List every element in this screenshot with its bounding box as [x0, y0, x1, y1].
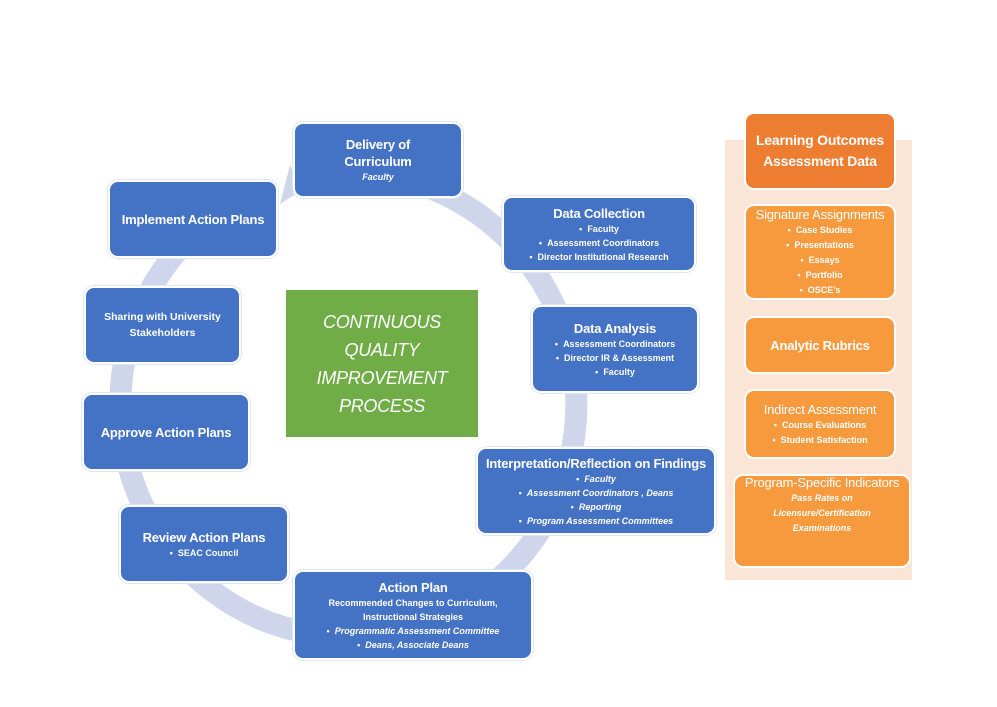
panel-box-signature-assignments: Signature Assignments Case Studies Prese… [744, 204, 896, 300]
step-item: Programmatic Assessment Committee [327, 624, 500, 638]
step-title: Sharing with University [104, 311, 221, 323]
step-title: Interpretation/Reflection on Findings [485, 455, 707, 471]
step-item: Director Institutional Research [529, 250, 669, 264]
step-title: Delivery of [345, 137, 411, 152]
panel-box-title: Indirect Assessment [763, 401, 877, 417]
step-item: Faculty [579, 222, 619, 236]
step-title: Stakeholders [129, 327, 196, 339]
center-title-line: PROCESS [339, 395, 425, 416]
panel-box-program-specific-indicators: Program-Specific Indicators Pass Rates o… [733, 474, 911, 568]
step-title: Curriculum [344, 154, 412, 169]
step-item: Reporting [571, 500, 622, 514]
step-item: Program Assessment Committees [519, 514, 673, 528]
step-item: Faculty [576, 472, 616, 486]
step-title: Data Collection [553, 205, 645, 221]
panel-box-title: Analytic Rubrics [770, 337, 870, 353]
panel-box-item: OSCE’s [800, 283, 841, 298]
step-title: Data Analysis [573, 320, 657, 336]
center-title-line: IMPROVEMENT [316, 367, 448, 388]
center-title-box: CONTINUOUS QUALITY IMPROVEMENT PROCESS [286, 290, 478, 437]
step-delivery-of-curriculum: Delivery of Curriculum Faculty [293, 122, 463, 198]
step-data-analysis: Data Analysis Assessment Coordinators Di… [531, 305, 699, 393]
step-item: Faculty [362, 172, 394, 182]
panel-box-item: Licensure/Certification [773, 508, 871, 518]
step-item: Director IR & Assessment [556, 351, 674, 365]
panel-box-item: Presentations [786, 238, 854, 253]
panel-box-analytic-rubrics: Analytic Rubrics [744, 316, 896, 374]
panel-header-learning-outcomes: Learning Outcomes Assessment Data [744, 112, 896, 190]
step-item: Faculty [595, 365, 635, 379]
step-implement-action-plans: Implement Action Plans [108, 180, 278, 258]
step-review-action-plans: Review Action Plans SEAC Council [119, 505, 289, 583]
step-item: Assessment Coordinators [539, 236, 659, 250]
panel-box-item: Case Studies [788, 223, 853, 238]
step-item: Deans, Associate Deans [357, 638, 469, 652]
step-title: Review Action Plans [142, 529, 266, 545]
center-title-line: CONTINUOUS [323, 311, 441, 332]
panel-header-line: Learning Outcomes [755, 132, 885, 148]
step-sharing-with-stakeholders: Sharing with University Stakeholders [84, 286, 241, 364]
step-title: Approve Action Plans [100, 424, 232, 440]
step-approve-action-plans: Approve Action Plans [82, 393, 250, 471]
center-title-line: QUALITY [344, 339, 420, 360]
panel-box-title: Signature Assignments [755, 207, 885, 222]
panel-box-item: Pass Rates on [791, 493, 853, 503]
panel-box-indirect-assessment: Indirect Assessment Course Evaluations S… [744, 389, 896, 459]
step-title: Implement Action Plans [121, 211, 265, 227]
step-item: Assessment Coordinators [555, 337, 675, 351]
step-interpretation-reflection: Interpretation/Reflection on Findings Fa… [476, 447, 716, 535]
panel-box-item: Essays [800, 253, 840, 268]
ring-arrowhead [280, 165, 302, 204]
step-action-plan: Action Plan Recommended Changes to Curri… [293, 570, 533, 660]
panel-box-item: Course Evaluations [774, 418, 866, 433]
step-item: Assessment Coordinators , Deans [519, 486, 674, 500]
step-description: Recommended Changes to Curriculum, Instr… [328, 597, 498, 622]
step-data-collection: Data Collection Faculty Assessment Coord… [502, 196, 696, 272]
panel-box-item: Examinations [792, 523, 852, 533]
panel-header-line: Assessment Data [763, 153, 877, 169]
panel-box-item: Student Satisfaction [772, 433, 868, 448]
step-item: SEAC Council [170, 546, 239, 560]
panel-box-item: Portfolio [797, 268, 843, 283]
step-title: Action Plan [378, 579, 448, 595]
panel-box-title: Program-Specific Indicators [744, 475, 900, 490]
